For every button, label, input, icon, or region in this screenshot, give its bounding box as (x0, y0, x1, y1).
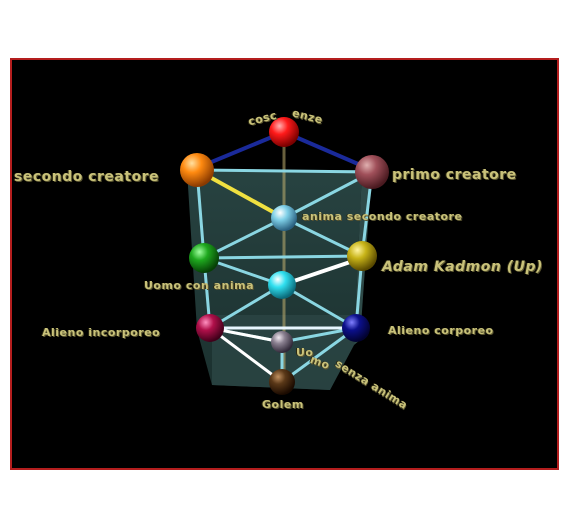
label-adam-kadmon: Adam Kadmon (Up) (382, 259, 543, 275)
node-green[interactable] (189, 243, 219, 273)
label-uomo-con-anima: Uomo con anima (144, 279, 254, 292)
tree-of-life-diagram (180, 117, 389, 395)
label-golem: Golem (262, 398, 304, 411)
node-alieno-corporeo[interactable] (342, 314, 370, 342)
node-coscienze[interactable] (269, 117, 299, 147)
node-golem[interactable] (269, 369, 295, 395)
node-uomo-con-anima[interactable] (268, 271, 296, 299)
edge-incorporeo-golem-1 (209, 326, 283, 384)
label-alieno-corporeo: Alieno corporeo (388, 324, 494, 337)
label-uomo-senza-anima-a: Uo (296, 346, 314, 359)
node-adam-kadmon[interactable] (347, 241, 377, 271)
node-primo-creatore[interactable] (355, 155, 389, 189)
diagram-viewport: cosc enze secondo creatore primo creator… (10, 58, 559, 470)
node-alieno-incorporeo[interactable] (196, 314, 224, 342)
label-anima-secondo-creatore: anima secondo creatore (302, 210, 463, 223)
label-alieno-incorporeo: Alieno incorporeo (42, 326, 161, 339)
node-uomo-senza-anima[interactable] (271, 331, 293, 353)
node-secondo-creatore[interactable] (180, 153, 214, 187)
label-primo-creatore: primo creatore (392, 167, 517, 183)
label-secondo-creatore: secondo creatore (14, 169, 160, 185)
node-anima-secondo-creatore[interactable] (271, 205, 297, 231)
